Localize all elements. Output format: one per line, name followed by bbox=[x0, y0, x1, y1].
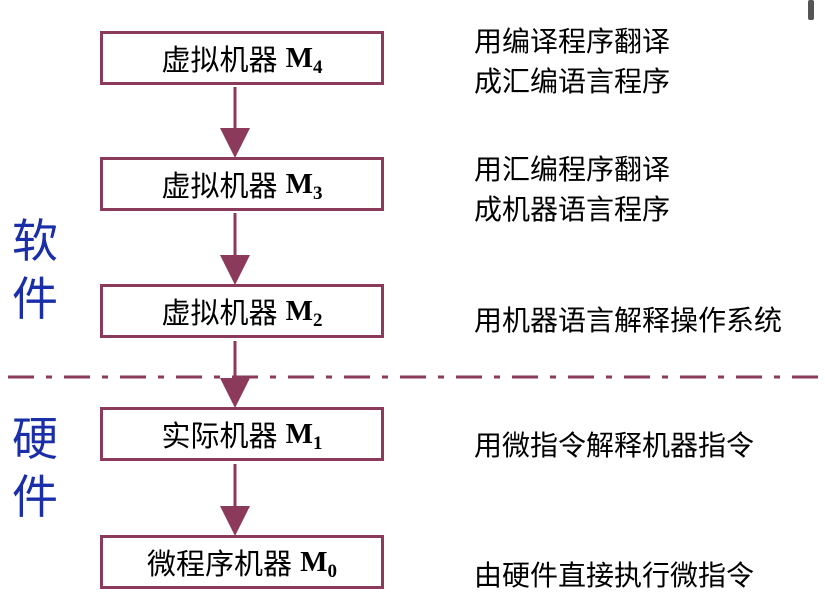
level-box-m2: 虚拟机器 M2 bbox=[100, 284, 384, 338]
level-name: 虚拟机器 bbox=[161, 296, 278, 330]
desc-line: 用微指令解释机器指令 bbox=[474, 429, 755, 462]
desc-line: 由硬件直接执行微指令 bbox=[474, 559, 755, 592]
desc-m3: 用汇编程序翻译 成机器语言程序 bbox=[474, 150, 670, 230]
level-name: 虚拟机器 bbox=[161, 43, 278, 77]
level-box-m0: 微程序机器 M0 bbox=[100, 535, 384, 589]
level-name: 实际机器 bbox=[161, 419, 278, 453]
hardware-label: 硬 件 bbox=[12, 412, 58, 524]
desc-m2: 用机器语言解释操作系统 bbox=[474, 301, 782, 341]
software-label: 软 件 bbox=[12, 214, 58, 326]
desc-line: 成机器语言程序 bbox=[474, 193, 671, 226]
desc-line: 用汇编程序翻译 bbox=[474, 153, 671, 186]
level-name: 虚拟机器 bbox=[161, 169, 278, 203]
desc-m1: 用微指令解释机器指令 bbox=[474, 426, 754, 466]
machine-label: M2 bbox=[285, 294, 323, 331]
machine-label: M0 bbox=[300, 545, 337, 582]
desc-line: 用机器语言解释操作系统 bbox=[474, 304, 783, 337]
desc-line: 用编译程序翻译 bbox=[474, 25, 671, 58]
level-box-m1: 实际机器 M1 bbox=[100, 407, 384, 461]
machine-label: M4 bbox=[285, 41, 323, 78]
machine-label: M1 bbox=[285, 417, 323, 454]
desc-line: 成汇编语言程序 bbox=[474, 65, 671, 98]
desc-m0: 由硬件直接执行微指令 bbox=[474, 556, 754, 596]
level-box-m3: 虚拟机器 M3 bbox=[100, 157, 384, 211]
level-name: 微程序机器 bbox=[147, 547, 293, 581]
machine-label: M3 bbox=[285, 167, 323, 204]
desc-m4: 用编译程序翻译 成汇编语言程序 bbox=[474, 22, 670, 102]
top-scrollbar-fragment bbox=[808, 0, 814, 20]
level-box-m4: 虚拟机器 M4 bbox=[100, 31, 384, 85]
